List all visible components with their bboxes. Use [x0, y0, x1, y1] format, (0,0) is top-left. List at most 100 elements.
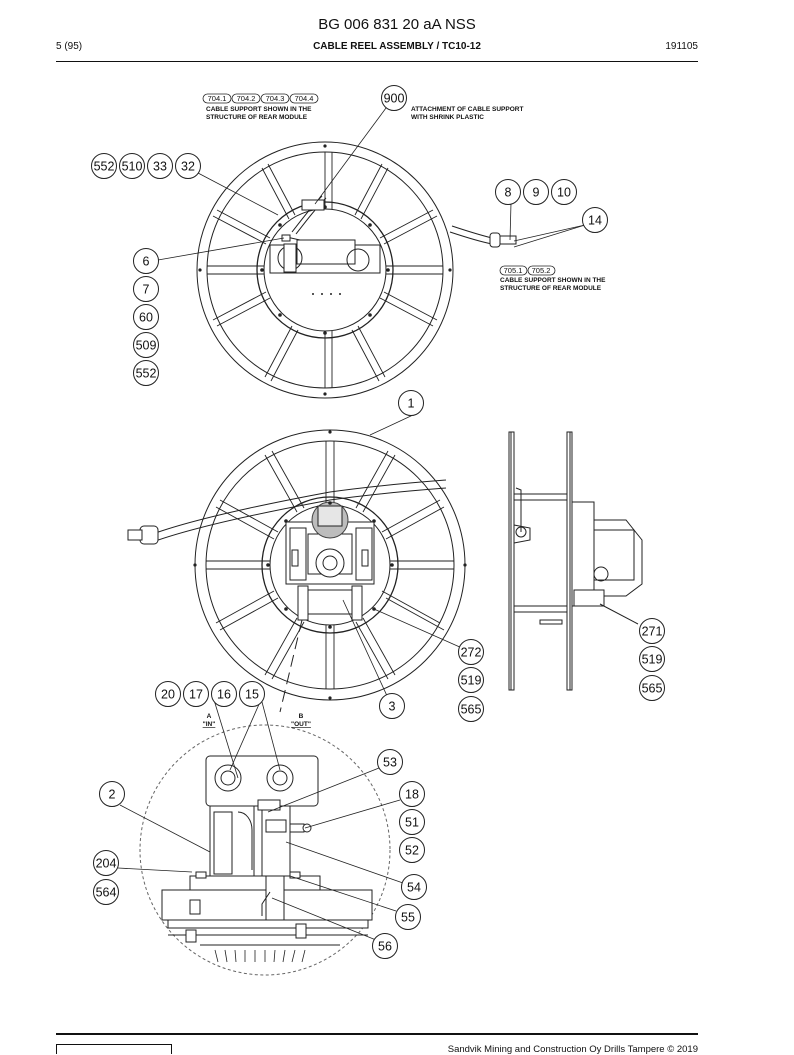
callout-32: 32 — [175, 153, 201, 179]
callout-17: 17 — [183, 681, 209, 707]
rear-module-right-note-line1: CABLE SUPPORT SHOWN IN THE — [500, 277, 606, 284]
callout-1: 1 — [398, 390, 424, 416]
rear-module-note-line1: CABLE SUPPORT SHOWN IN THE — [206, 106, 312, 113]
callout-54: 54 — [401, 874, 427, 900]
callout-14: 14 — [582, 207, 608, 233]
callout-8: 8 — [495, 179, 521, 205]
ref-704-4: 704.4 — [295, 94, 314, 103]
reel-front-view — [127, 429, 467, 713]
shrink-plastic-note-line1: ATTACHMENT OF CABLE SUPPORT — [411, 106, 523, 113]
callout-6: 6 — [133, 248, 159, 274]
svg-text:900: 900 — [384, 92, 405, 106]
callout-565-a: 565 — [639, 675, 665, 701]
svg-text:271: 271 — [642, 625, 663, 639]
svg-text:519: 519 — [642, 653, 663, 667]
svg-text:564: 564 — [96, 886, 117, 900]
svg-text:1: 1 — [408, 397, 415, 411]
callout-204: 204 — [93, 850, 119, 876]
svg-text:15: 15 — [245, 688, 259, 702]
svg-text:565: 565 — [642, 682, 663, 696]
svg-text:272: 272 — [461, 646, 482, 660]
callout-60: 60 — [133, 304, 159, 330]
callout-bubbles: 552 510 33 32 900 8 9 10 14 6 7 60 509 5… — [91, 85, 665, 959]
leader-lines — [117, 107, 586, 941]
svg-text:552: 552 — [94, 160, 115, 174]
ref-705-1: 705.1 — [504, 266, 523, 275]
svg-text:20: 20 — [161, 688, 175, 702]
section-title: CABLE REEL ASSEMBLY / TC10-12 — [313, 41, 481, 52]
document-code: 191105 — [665, 41, 698, 52]
svg-text:2: 2 — [109, 788, 116, 802]
callout-2: 2 — [99, 781, 125, 807]
ref-705-2: 705.2 — [532, 266, 551, 275]
svg-text:56: 56 — [378, 940, 392, 954]
svg-text:7: 7 — [143, 283, 150, 297]
svg-text:51: 51 — [405, 816, 419, 830]
callout-7: 7 — [133, 276, 159, 302]
callout-9: 9 — [523, 179, 549, 205]
callout-20: 20 — [155, 681, 181, 707]
svg-text:10: 10 — [557, 186, 571, 200]
callout-552: 552 — [91, 153, 117, 179]
document-title: BG 006 831 20 aA NSS — [318, 16, 476, 33]
callout-33: 33 — [147, 153, 173, 179]
port-b-label: "OUT" — [291, 721, 311, 728]
callout-519-b: 519 — [458, 667, 484, 693]
svg-text:18: 18 — [405, 788, 419, 802]
callout-519-a: 519 — [639, 646, 665, 672]
callout-10: 10 — [551, 179, 577, 205]
footer-copyright: Sandvik Mining and Construction Oy Drill… — [447, 1044, 698, 1055]
svg-text:32: 32 — [181, 160, 195, 174]
port-a-letter: A — [207, 713, 212, 720]
port-a-label: "IN" — [203, 721, 216, 728]
callout-51: 51 — [399, 809, 425, 835]
ref-704-2: 704.2 — [237, 94, 256, 103]
callout-900: 900 — [381, 85, 407, 111]
svg-text:509: 509 — [136, 339, 157, 353]
reel-side-view — [508, 431, 643, 691]
shrink-plastic-note-line2: WITH SHRINK PLASTIC — [411, 114, 484, 121]
callout-564: 564 — [93, 879, 119, 905]
svg-text:33: 33 — [153, 160, 167, 174]
callout-52: 52 — [399, 837, 425, 863]
svg-text:9: 9 — [533, 186, 540, 200]
page-number: 5 (95) — [56, 41, 83, 52]
callout-53: 53 — [377, 749, 403, 775]
port-b-letter: B — [299, 713, 304, 720]
callout-55: 55 — [395, 904, 421, 930]
callout-16: 16 — [211, 681, 237, 707]
svg-text:510: 510 — [122, 160, 143, 174]
svg-text:204: 204 — [96, 857, 117, 871]
svg-text:6: 6 — [143, 255, 150, 269]
svg-text:53: 53 — [383, 756, 397, 770]
swivel-detail-view — [139, 724, 391, 976]
callout-15: 15 — [239, 681, 265, 707]
svg-text:565: 565 — [461, 703, 482, 717]
svg-text:54: 54 — [407, 881, 421, 895]
callout-272: 272 — [458, 639, 484, 665]
callout-271: 271 — [639, 618, 665, 644]
sandvik-logo — [56, 1044, 172, 1054]
callout-3: 3 — [379, 693, 405, 719]
ref-704-1: 704.1 — [208, 94, 227, 103]
svg-text:519: 519 — [461, 674, 482, 688]
callout-56: 56 — [372, 933, 398, 959]
svg-text:52: 52 — [405, 844, 419, 858]
svg-text:552: 552 — [136, 367, 157, 381]
svg-text:8: 8 — [505, 186, 512, 200]
svg-text:55: 55 — [401, 911, 415, 925]
ref-704-3: 704.3 — [266, 94, 285, 103]
rear-module-note-line2: STRUCTURE OF REAR MODULE — [206, 114, 308, 121]
rear-module-right-note-line2: STRUCTURE OF REAR MODULE — [500, 285, 602, 292]
callout-509: 509 — [133, 332, 159, 358]
header-rule — [56, 61, 698, 62]
reel-rear-view — [196, 141, 517, 399]
callout-565-b: 565 — [458, 696, 484, 722]
callout-510: 510 — [119, 153, 145, 179]
svg-text:60: 60 — [139, 311, 153, 325]
callout-18: 18 — [399, 781, 425, 807]
footer-rule — [56, 1033, 698, 1035]
svg-text:17: 17 — [189, 688, 203, 702]
svg-text:14: 14 — [588, 214, 602, 228]
